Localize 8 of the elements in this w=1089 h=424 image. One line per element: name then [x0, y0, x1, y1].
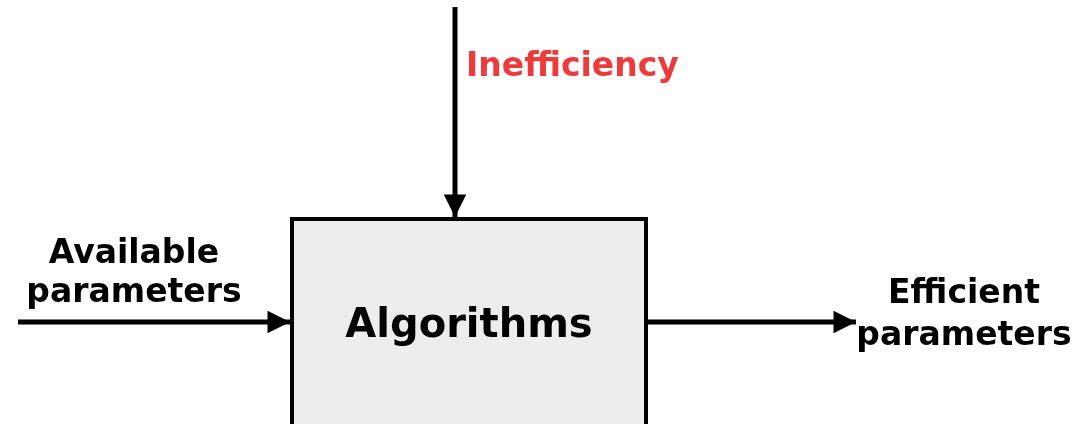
arrow: [443, 7, 467, 217]
box-label: Algorithms: [345, 302, 593, 344]
process-box: [290, 217, 648, 424]
arrow: [18, 310, 290, 334]
edge-label: Inefficiency: [466, 44, 679, 86]
flow-label: Available parameters: [25, 232, 243, 310]
arrow: [648, 310, 856, 334]
flow-label: Efficient parameters: [855, 271, 1073, 355]
